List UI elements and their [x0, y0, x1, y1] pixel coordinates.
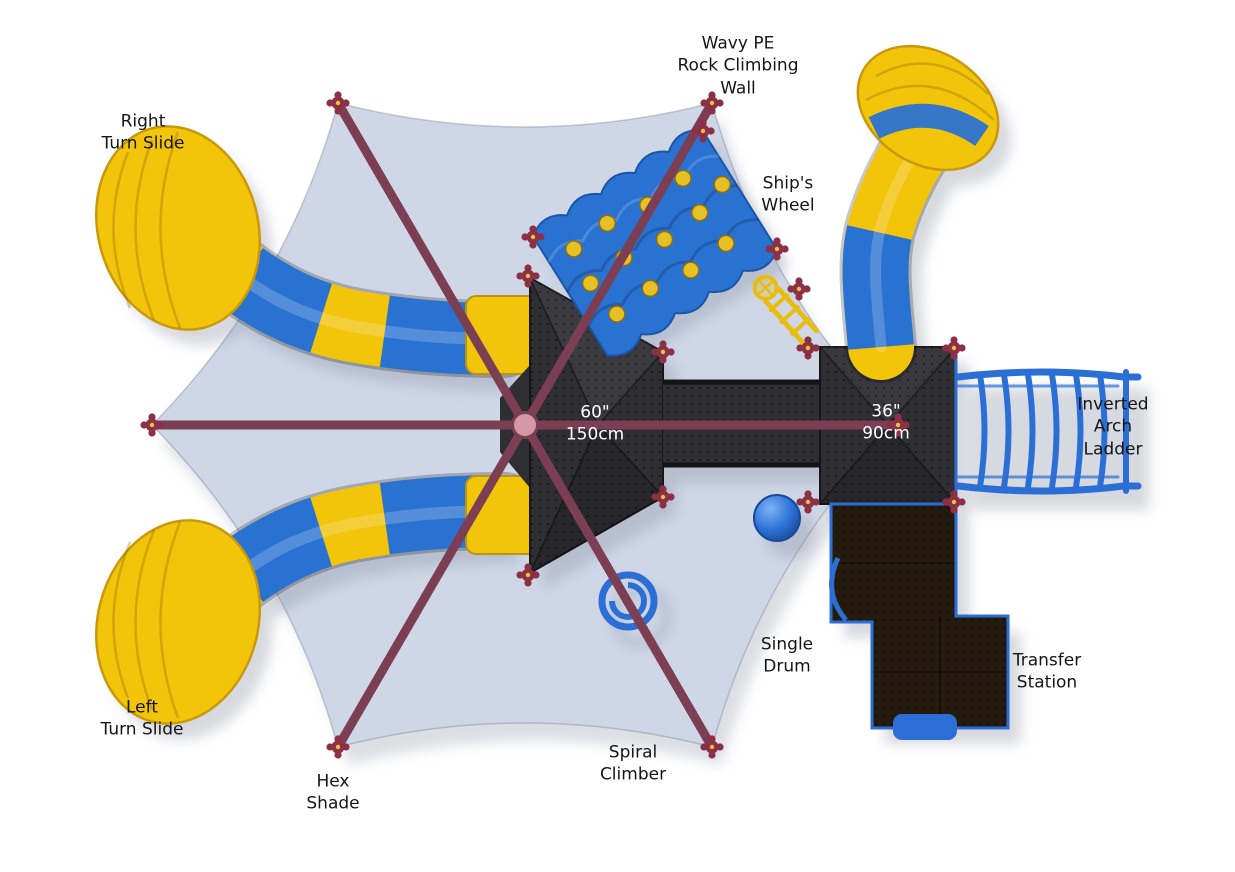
label-right-turn-slide: Right Turn Slide [101, 111, 185, 154]
label-single-drum: Single Drum [760, 634, 814, 677]
left-turn-slide [95, 472, 543, 725]
inverted-arch-ladder [954, 368, 1142, 495]
label-left-turn-slide: Left Turn Slide [100, 697, 184, 740]
wave-slide [839, 44, 1000, 383]
transfer-station [829, 502, 1010, 740]
shade-beams [147, 98, 903, 752]
label-transfer-station: Transfer Station [1012, 650, 1082, 693]
label-dimension-60in: 60" 150cm [565, 402, 625, 445]
transfer-step [893, 714, 957, 740]
transfer-handrail [829, 556, 848, 622]
label-inverted-arch-ladder: Inverted Arch Ladder [1077, 394, 1149, 460]
label-ships-wheel: Ship's Wheel [761, 173, 815, 216]
ships-wheel [752, 274, 819, 346]
label-spiral-climber: Spiral Climber [599, 742, 667, 785]
right-turn-slide-flare [95, 125, 261, 331]
right-turn-slide [95, 125, 543, 378]
left-turn-slide-flare [95, 519, 261, 725]
center-hub [511, 411, 539, 439]
label-hex-shade: Hex Shade [306, 771, 360, 814]
spiral-climber [598, 571, 658, 631]
single-drum [753, 494, 801, 542]
label-wavy-pe-rock-climbing-wall: Wavy PE Rock Climbing Wall [677, 33, 799, 99]
label-dimension-36in: 36" 90cm [862, 401, 910, 444]
